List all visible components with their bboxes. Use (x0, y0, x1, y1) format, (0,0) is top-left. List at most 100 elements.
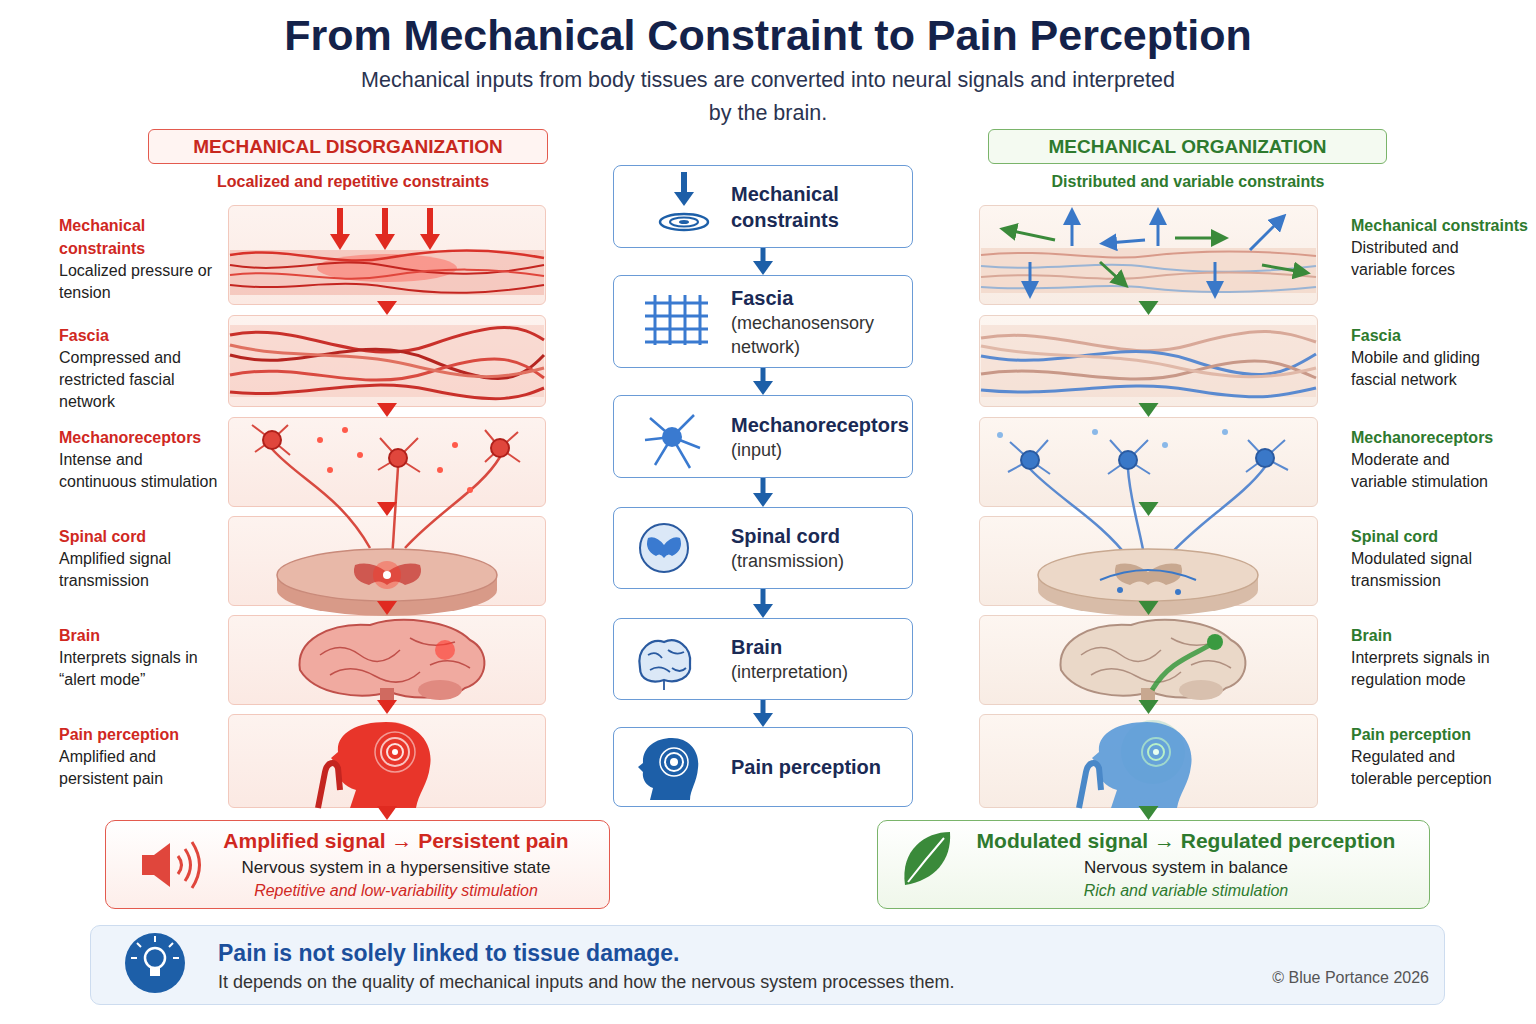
text-group: Spinal cordModulated signal transmission (1351, 525, 1496, 592)
flow-arrow (377, 502, 397, 516)
text-group: Spinal cord(transmission) (731, 508, 909, 588)
text-group: BrainInterprets signals in regulation mo… (1351, 624, 1496, 691)
illustration-panel: FasciaMobile and gliding fascial network (979, 315, 1318, 407)
arrow-head (753, 381, 773, 395)
text-group: Amplified signal → Persistent painNervou… (181, 821, 611, 908)
node-heading: Mechanical constraints (1351, 214, 1496, 237)
node-text: Interprets signals in “alert mode” (59, 647, 219, 691)
text-group: MECHANICAL ORGANIZATION (989, 130, 1386, 163)
node-text: Localized pressure or tension (59, 260, 219, 304)
column-subtitle: Distributed and variable constraints (988, 172, 1388, 192)
page-title: From Mechanical Constraint to Pain Perce… (0, 6, 1536, 64)
note-box: Pain is not solely linked to tissue dama… (90, 925, 1445, 1005)
text-group: Mechanical constraintsLocalized pressure… (59, 214, 219, 304)
node-text: Nervous system in a hypersensitive state (181, 855, 611, 880)
summary-box: Amplified signal → Persistent painNervou… (105, 820, 610, 909)
flow-arrow (1139, 502, 1159, 516)
node-text: Interprets signals in regulation mode (1351, 647, 1496, 691)
illustration-panel: MechanoreceptorsModerate and variable st… (979, 417, 1318, 507)
arrow-shaft (761, 589, 766, 606)
process-box: Mechanical constraints (613, 165, 913, 248)
node-heading: Fascia (59, 324, 219, 347)
node-text: (mechanosensory network) (731, 311, 909, 359)
illustration-panel: MechanoreceptorsIntense and continuous s… (228, 417, 546, 507)
process-box: Spinal cord(transmission) (613, 507, 913, 589)
node-heading: MECHANICAL ORGANIZATION (1049, 136, 1327, 158)
node-text: Mobile and gliding fascial network (1351, 347, 1496, 391)
flow-arrow (1139, 806, 1159, 820)
node-text: (input) (731, 438, 909, 462)
illustration-panel: FasciaCompressed and restricted fascial … (228, 315, 546, 407)
arrow-shaft (761, 368, 766, 383)
node-heading: Mechanoreceptors (731, 412, 909, 438)
node-text: © Blue Portance 2026 (1272, 968, 1429, 988)
node-heading: Mechanical constraints (59, 214, 219, 260)
text-group: Mechanical constraintsDistributed and va… (1351, 214, 1496, 281)
flow-arrow (377, 301, 397, 315)
arrow-head (377, 601, 397, 615)
process-box: Brain(interpretation) (613, 618, 913, 700)
node-heading: Mechanoreceptors (59, 426, 219, 449)
header-box: MECHANICAL ORGANIZATION (988, 129, 1387, 164)
node-heading: Amplified signal → Persistent pain (181, 827, 611, 855)
arrow-head (1139, 806, 1159, 820)
node-heading: Spinal cord (59, 525, 219, 548)
arrow-head (753, 261, 773, 275)
column-subtitle: Localized and repetitive constraints (148, 172, 558, 192)
text-group: BrainInterprets signals in “alert mode” (59, 624, 219, 691)
arrow-head (1139, 301, 1159, 315)
illustration-panel: Mechanical constraintsDistributed and va… (979, 205, 1318, 305)
node-heading: Brain (59, 624, 219, 647)
summary-box: Modulated signal → Regulated perceptionN… (877, 820, 1430, 909)
illustration-panel: BrainInterprets signals in regulation mo… (979, 615, 1318, 705)
arrow-head (377, 301, 397, 315)
node-heading: Modulated signal → Regulated perception (956, 827, 1416, 855)
flow-arrow (1139, 403, 1159, 417)
node-heading: MECHANICAL DISORGANIZATION (193, 136, 503, 158)
node-heading: Pain perception (59, 723, 219, 746)
node-heading: Brain (1351, 624, 1496, 647)
arrow-shaft (761, 478, 766, 495)
text-group: Fascia(mechanosensory network) (731, 276, 909, 367)
illustration-panel: Spinal cordAmplified signal transmission (228, 516, 546, 606)
process-box: Mechanoreceptors(input) (613, 395, 913, 478)
text-group: FasciaCompressed and restricted fascial … (59, 324, 219, 413)
arrow-head (1139, 601, 1159, 615)
flow-arrow (377, 806, 397, 820)
node-text: Amplified signal transmission (59, 548, 219, 592)
node-heading: Mechanoreceptors (1351, 426, 1496, 449)
arrow-head (1139, 403, 1159, 417)
node-text: Distributed and variable forces (1351, 237, 1496, 281)
flow-arrow (753, 589, 773, 618)
flow-arrow (377, 403, 397, 417)
arrow-head (377, 806, 397, 820)
illustration-panel: Pain perceptionRegulated and tolerable p… (979, 714, 1318, 808)
node-text: Modulated signal transmission (1351, 548, 1496, 592)
node-text: Amplified and persistent pain (59, 746, 219, 790)
flow-arrow (1139, 700, 1159, 714)
flow-arrow (1139, 301, 1159, 315)
page-caption: Mechanical inputs from body tissues are … (358, 64, 1178, 130)
node-heading: Pain perception (731, 754, 909, 780)
arrow-head (753, 493, 773, 507)
arrow-head (377, 403, 397, 417)
node-heading: Fascia (1351, 324, 1496, 347)
text-group: Modulated signal → Regulated perceptionN… (956, 821, 1416, 908)
text-group: MechanoreceptorsModerate and variable st… (1351, 426, 1496, 493)
text-group: Pain perceptionAmplified and persistent … (59, 723, 219, 790)
arrow-head (1139, 700, 1159, 714)
flow-arrow (753, 478, 773, 507)
header-box: MECHANICAL DISORGANIZATION (148, 129, 548, 164)
text-group: Mechanoreceptors(input) (731, 396, 909, 477)
illustration-panel: Pain perceptionAmplified and persistent … (228, 714, 546, 808)
node-text: Regulated and tolerable perception (1351, 746, 1496, 790)
process-box: Pain perception (613, 727, 913, 807)
node-heading: Spinal cord (731, 523, 909, 549)
node-heading: Mechanical constraints (731, 181, 909, 233)
text-group: Pain is not solely linked to tissue dama… (218, 938, 1429, 996)
node-text: Moderate and variable stimulation (1351, 449, 1496, 493)
arrow-head (753, 713, 773, 727)
arrow-head (377, 502, 397, 516)
node-text: It depends on the quality of mechanical … (218, 968, 1429, 996)
